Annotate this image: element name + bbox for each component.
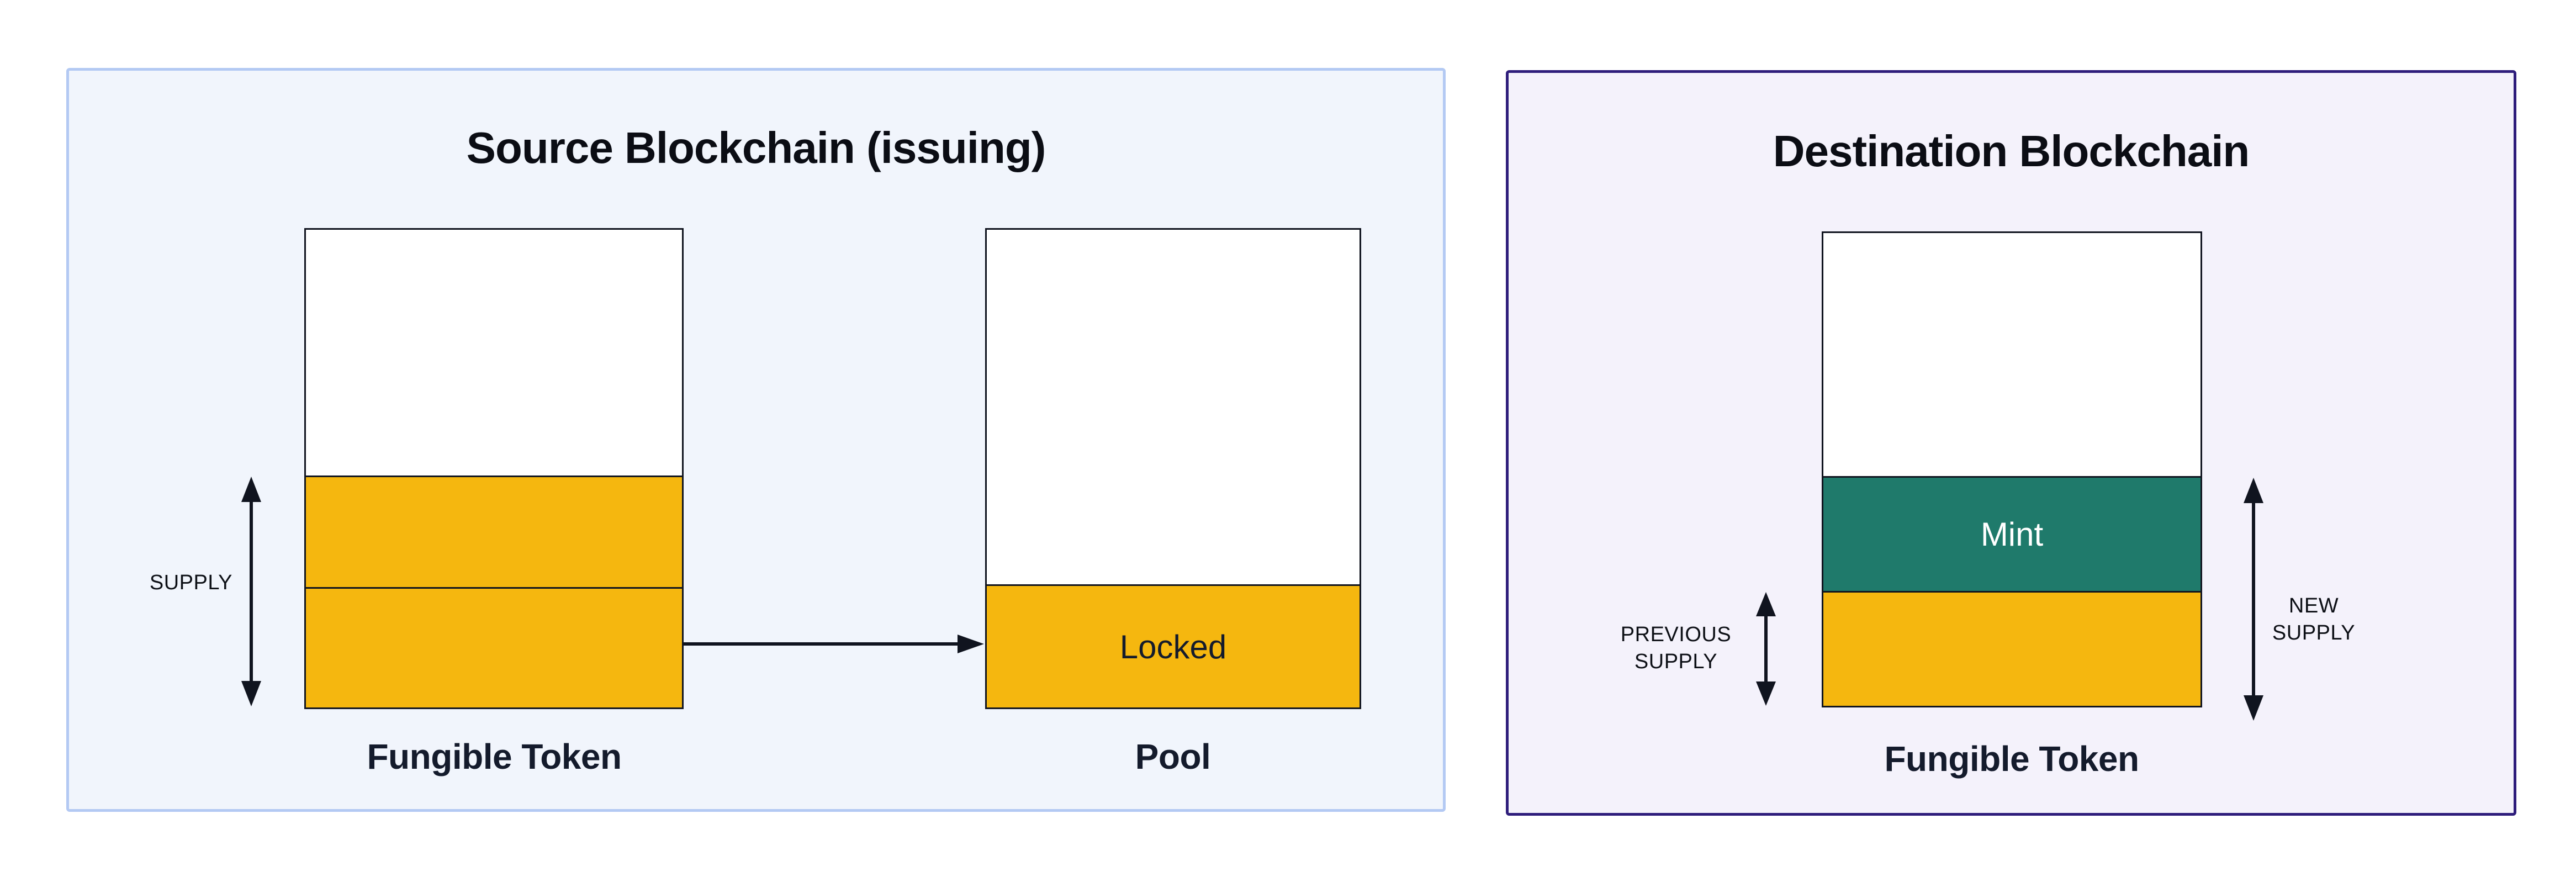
new-supply-label-line2: SUPPLY bbox=[2272, 621, 2356, 644]
destination-blockchain-panel: Destination Blockchain Mint PREVIOUS SUP… bbox=[1506, 70, 2516, 816]
destination-fungible-token-box: Mint bbox=[1822, 231, 2202, 707]
mint-label: Mint bbox=[1980, 516, 2044, 553]
locked-label: Locked bbox=[1119, 628, 1227, 665]
previous-supply-label-line1: PREVIOUS bbox=[1620, 623, 1732, 646]
destination-panel-title: Destination Blockchain bbox=[1773, 126, 2250, 176]
pool-empty-section bbox=[987, 230, 1360, 584]
supply-label: SUPPLY bbox=[149, 571, 232, 594]
mint-section: Mint bbox=[1823, 476, 2201, 591]
destination-fungible-token-label: Fungible Token bbox=[1884, 739, 2139, 779]
token-supply-lower-section bbox=[306, 587, 682, 707]
new-supply-double-arrow-icon bbox=[2244, 478, 2263, 721]
previous-supply-label: PREVIOUS SUPPLY bbox=[1565, 621, 1786, 675]
new-supply-label: NEW SUPPLY bbox=[2231, 593, 2397, 647]
supply-double-arrow-icon bbox=[241, 477, 261, 706]
source-panel-title: Source Blockchain (issuing) bbox=[466, 123, 1046, 172]
pool-locked-section: Locked bbox=[987, 584, 1360, 707]
lock-transfer-arrow-icon bbox=[684, 635, 984, 653]
token-supply-upper-section bbox=[306, 476, 682, 587]
dest-unminted-section bbox=[1823, 233, 2201, 476]
new-supply-label-line1: NEW bbox=[2288, 594, 2339, 617]
fungible-token-label: Fungible Token bbox=[367, 737, 622, 776]
pool-label: Pool bbox=[1135, 737, 1211, 776]
previous-supply-double-arrow-icon bbox=[1756, 592, 1776, 706]
source-blockchain-panel: Source Blockchain (issuing) SUPPLY Locke… bbox=[66, 68, 1446, 812]
previous-supply-label-line2: SUPPLY bbox=[1634, 650, 1718, 673]
previous-supply-section bbox=[1823, 591, 2201, 706]
token-unissued-section bbox=[306, 230, 682, 476]
source-pool-box: Locked bbox=[985, 228, 1361, 709]
source-fungible-token-box bbox=[304, 228, 684, 709]
